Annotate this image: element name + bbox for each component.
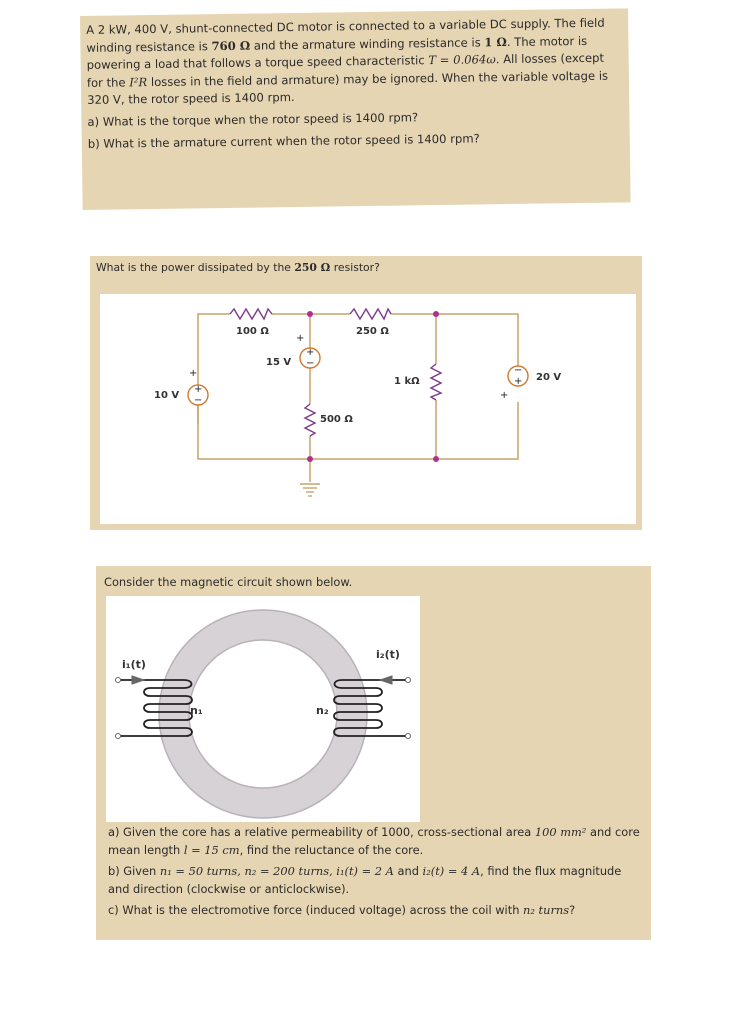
question-3a-part: and core mean length <box>108 825 640 857</box>
resistor-250 <box>349 307 392 321</box>
node <box>307 311 313 317</box>
label-100: 100 Ω <box>236 326 269 337</box>
coil-n1 <box>118 679 193 737</box>
circuit-wires <box>197 313 519 482</box>
magnetic-labels: i₁(t) i₂(t) n₁ n₂ <box>122 648 400 717</box>
question-3a-part: a) Given the core has a relative permeab… <box>108 825 535 839</box>
magnetic-circuit-diagram: i₁(t) i₂(t) n₁ n₂ <box>106 596 420 822</box>
source-signs: + − + + − + − + + <box>189 333 522 406</box>
circuit-labels: 100 Ω 250 Ω 15 V 1 kΩ 20 V 10 V 500 Ω <box>154 326 561 425</box>
resistor-100 <box>229 307 273 321</box>
source-20v <box>507 365 529 387</box>
voltage-sources <box>187 347 529 406</box>
question-3b-part: b) Given <box>108 864 160 878</box>
label-i2: i₂(t) <box>376 648 400 661</box>
resistor-1k <box>429 363 443 401</box>
terminal-i1 <box>115 677 121 683</box>
problem-1-card: A 2 kW, 400 V, shunt-connected DC motor … <box>80 8 631 210</box>
arrow-i2-icon <box>378 675 393 685</box>
resistors <box>229 307 443 437</box>
label-n1: n₁ <box>190 704 203 717</box>
label-20v: 20 V <box>536 372 561 383</box>
question-3b: b) Given n₁ = 50 turns, n₂ = 200 turns, … <box>108 863 644 898</box>
i2-value: i₂(t) = 4 A <box>422 864 481 878</box>
problem-3-title: Consider the magnetic circuit shown belo… <box>104 575 353 589</box>
label-15v: 15 V <box>266 357 291 368</box>
problem-1-text-part: and the armature winding resistance is <box>249 34 485 53</box>
arrow-i1-icon <box>131 675 146 685</box>
question-3b-part: , find the flux magnitude and direction … <box>108 864 622 896</box>
i2r-term: I²R <box>129 74 148 90</box>
label-250: 250 Ω <box>356 326 389 337</box>
sign: − <box>306 358 314 369</box>
question-3c-part: c) What is the electromotive force (indu… <box>108 903 524 917</box>
question-1a: a) What is the torque when the rotor spe… <box>87 110 419 129</box>
question-3b-part: and <box>393 864 423 878</box>
resistor-250-ref: 250 Ω <box>294 261 331 274</box>
sign: + <box>194 384 202 395</box>
problem-1-text-part: losses in the field and armature) may be… <box>87 68 609 108</box>
n2-turns-value: n₂ turns <box>523 903 570 917</box>
length-value: l = 15 cm <box>183 842 240 857</box>
source-10v <box>187 384 209 406</box>
problem-2-title: What is the power dissipated by the 250 … <box>96 261 380 274</box>
problem-2-title-part: resistor? <box>330 261 380 274</box>
circuit-diagram: + − + + − + − + + <box>100 294 636 524</box>
turns-currents-value: n₁ = 50 turns, n₂ = 200 turns, i₁(t) = 2… <box>159 864 394 878</box>
field-resistance-value: 760 Ω <box>211 38 251 53</box>
sign: − <box>514 365 522 376</box>
node <box>307 456 313 462</box>
node <box>433 311 439 317</box>
current-arrows <box>115 675 411 739</box>
label-1k: 1 kΩ <box>394 376 420 387</box>
node <box>433 456 439 462</box>
armature-resistance-value: 1 Ω <box>484 34 507 49</box>
label-500: 500 Ω <box>320 414 353 425</box>
problem-1-text: A 2 kW, 400 V, shunt-connected DC motor … <box>86 14 624 153</box>
problem-3-questions: a) Given the core has a relative permeab… <box>108 824 644 924</box>
circuit-nodes <box>307 311 439 462</box>
sign: − <box>194 395 202 406</box>
problem-2-card: What is the power dissipated by the 250 … <box>90 256 642 530</box>
problem-3-card: Consider the magnetic circuit shown belo… <box>96 566 651 940</box>
torque-equation: T = 0.064ω <box>428 52 496 68</box>
question-3c: c) What is the electromotive force (indu… <box>108 902 644 920</box>
label-n2: n₂ <box>316 704 329 717</box>
sign: + <box>189 368 197 379</box>
label-10v: 10 V <box>154 390 179 401</box>
question-3c-part: ? <box>569 903 576 917</box>
sign: + <box>500 390 508 401</box>
question-3a-part: , find the reluctance of the core. <box>239 842 424 857</box>
question-1b: b) What is the armature current when the… <box>87 130 480 151</box>
terminal-n2-bottom <box>405 733 411 739</box>
toroidal-core <box>158 609 368 819</box>
terminal-i2 <box>405 677 411 683</box>
sign: + <box>514 376 522 387</box>
source-15v <box>299 347 321 369</box>
resistor-500 <box>303 403 317 437</box>
sign: + <box>306 347 314 358</box>
sign: + <box>296 333 304 344</box>
question-3a: a) Given the core has a relative permeab… <box>108 824 644 859</box>
label-i1: i₁(t) <box>122 658 146 671</box>
ground-icon <box>300 483 320 497</box>
coil-n2 <box>333 679 408 737</box>
problem-2-title-part: What is the power dissipated by the <box>96 261 295 274</box>
area-value: 100 mm² <box>534 825 587 839</box>
terminal-n1-bottom <box>115 733 121 739</box>
